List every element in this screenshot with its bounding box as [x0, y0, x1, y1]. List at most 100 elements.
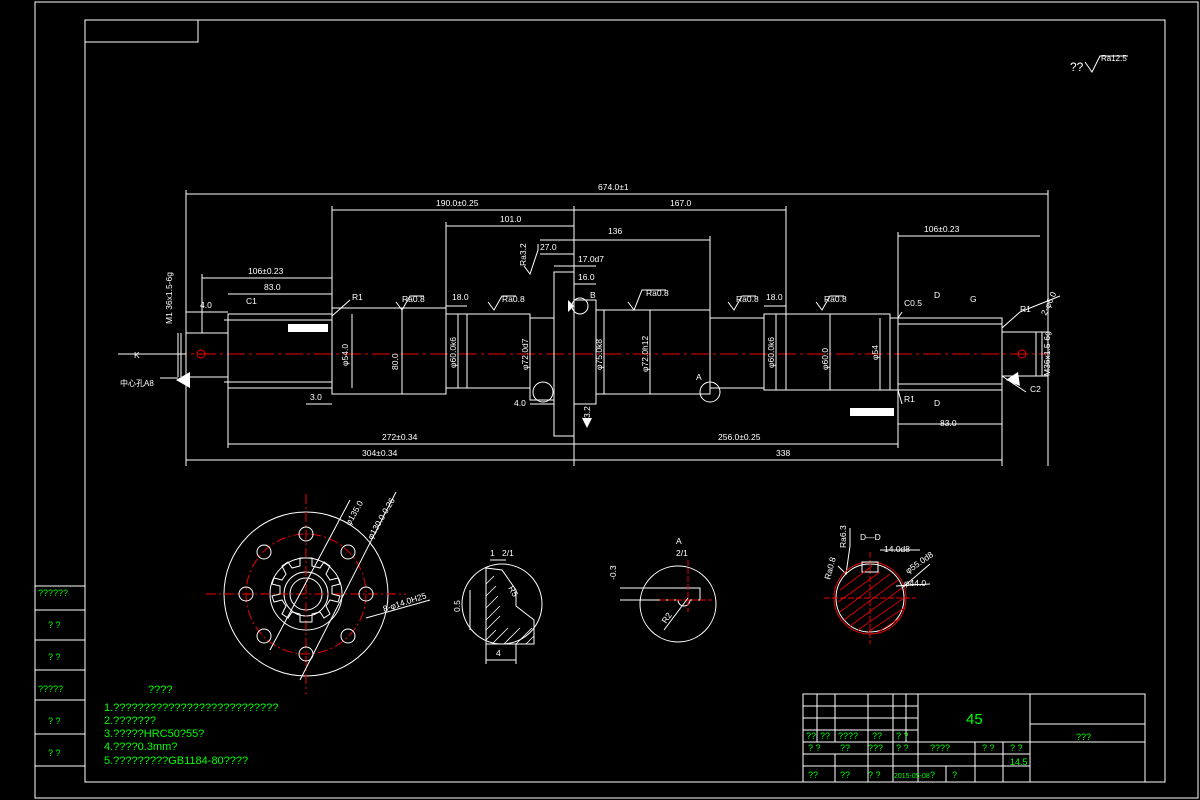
dia-80: 80.0 [390, 353, 400, 370]
left-cell-6: ? ? [48, 748, 61, 758]
section-a-scale: 2/1 [676, 548, 688, 558]
ra-label-4: Ra0.8 [736, 294, 759, 304]
detail-dim-4: 4 [496, 648, 501, 658]
heat-treat-label-right [850, 408, 894, 416]
dia-72: φ72.0d7 [520, 338, 530, 370]
title-r3-c1: ???? [930, 743, 950, 753]
section-dd-title: D—D [860, 532, 881, 542]
label-g: G [970, 294, 977, 304]
dim-106-right: 106±0.23 [924, 224, 960, 234]
section-a-title: A [676, 536, 682, 546]
label-a: A [696, 372, 702, 382]
left-margin-table: ?????? ? ? ? ? ????? ? ? ? ? [35, 585, 85, 767]
detail-scale-num: 1 [490, 548, 495, 558]
note-5: 5.?????????GB1184-80???? [104, 755, 248, 767]
technical-notes: ???? 1.??????????????????????????? 2.???… [104, 684, 278, 767]
note-3: 3.?????HRC50?55? [104, 728, 204, 740]
ra-label-2: Ra0.8 [502, 294, 525, 304]
title-r2-c4: ? ? [896, 743, 909, 753]
radius-r1-left: R1 [352, 292, 363, 302]
title-r1-c5: ? ? [896, 731, 909, 741]
flange-dia-130: φ130.0-0.26 [365, 496, 397, 541]
left-cell-1: ?????? [38, 588, 68, 598]
dim-16: 16.0 [578, 272, 595, 282]
general-roughness: ?? Ra12.5 [1070, 54, 1128, 74]
title-r3-c3: ? ? [1010, 743, 1023, 753]
dim-4-left: 4.0 [200, 300, 212, 310]
left-cell-3: ? ? [48, 652, 61, 662]
title-r2-c3: ??? [868, 743, 883, 753]
dim-83-right: 83.0 [940, 418, 957, 428]
title-r1-c3: ???? [838, 731, 858, 741]
thread-right: M36x1.5-6g [1042, 331, 1052, 376]
dimension-lines [118, 190, 1061, 466]
view-label-k: K [134, 350, 140, 360]
title-r1-c1: ?? [806, 731, 816, 741]
dia-72-b: φ72.0h12 [640, 335, 650, 372]
ra-label-3: Ra0.8 [646, 288, 669, 298]
ra-label-1: Ra0.8 [402, 294, 425, 304]
dim-18-a: 18.0 [452, 292, 469, 302]
title-r4-c3: ? ? [868, 770, 881, 780]
section-dd-ra63: Ra6.3 [838, 525, 848, 548]
radius-r1-far: R1 [1020, 304, 1031, 314]
dim-304: 304±0.34 [362, 448, 398, 458]
section-a-radius: R2 [659, 610, 674, 625]
section-label-d-top: D [934, 290, 940, 300]
title-r1-c2: ?? [820, 731, 830, 741]
title-block: 45 ??? ?? ?? ???? ?? ? ? ? ? ?? ??? ? ? … [802, 693, 1146, 783]
dia-60-c: φ60.0 [820, 348, 830, 370]
roughness-symbols [395, 244, 851, 576]
section-dd-key-width: 14.0d8 [884, 544, 910, 554]
section-label-d-bottom: D [934, 398, 940, 408]
title-weight: 14.5 [1010, 757, 1028, 767]
title-r1-c4: ?? [872, 731, 882, 741]
thread-left: M1 36x1.5-6g [164, 272, 174, 324]
note-4: 4.????0.3mm? [104, 741, 177, 753]
section-dd-dia-44: φ44.0 [904, 578, 926, 588]
ra-label-5: Ra0.8 [824, 294, 847, 304]
left-cell-4: ????? [38, 684, 63, 694]
title-material: 45 [966, 711, 983, 728]
chamfer-c05: C0.5 [904, 298, 922, 308]
dim-101: 101.0 [500, 214, 522, 224]
label-b: B [590, 290, 596, 300]
spline-profile [271, 557, 341, 623]
outer-border [34, 1, 1199, 799]
chamfer-c2: C2 [1030, 384, 1041, 394]
note-2: 2.??????? [104, 715, 156, 727]
flange-view: φ135.0 φ130.0-0.26 8-φ14.0H25 [206, 491, 431, 694]
dim-272: 272±0.34 [382, 432, 418, 442]
title-r4-c4: ? [930, 770, 935, 780]
dia-60-b: φ60.0k6 [766, 337, 776, 368]
dim-83-left: 83.0 [264, 282, 281, 292]
title-r3-c2: ? ? [982, 743, 995, 753]
detail-radius: R5 [506, 584, 520, 599]
detail-view-1: 4 0.5 1 2/1 R5 [452, 548, 543, 664]
dim-190: 190.0±0.25 [436, 198, 479, 208]
dim-4-mid: 4.0 [514, 398, 526, 408]
roughness-general-value: Ra12.5 [1101, 54, 1127, 63]
dim-338: 338 [776, 448, 790, 458]
detail-dim-05: 0.5 [452, 600, 462, 612]
dim-27: 27.0 [540, 242, 557, 252]
title-r2-c2: ?? [840, 743, 850, 753]
section-dd-view: D—D 14.0d8 φ55.0d8 φ44.0 Ra0.8 Ra6.3 [822, 525, 935, 644]
dia-54: φ54.0 [340, 344, 350, 366]
section-a-dim: -0.3 [608, 565, 618, 580]
dim-106-left: 106±0.23 [248, 266, 284, 276]
dim-18-b: 18.0 [766, 292, 783, 302]
dim-136: 136 [608, 226, 622, 236]
dim-256: 256.0±0.25 [718, 432, 761, 442]
radius-r1-right: R1 [904, 394, 915, 404]
dim-167: 167.0 [670, 198, 692, 208]
ra-label-32: Ra3.2 [518, 243, 528, 266]
shaft-main-view: 674.0±1 190.0±0.25 167.0 101.0 136 27.0 … [118, 182, 1061, 576]
dim-17: 17.0d7 [578, 254, 604, 264]
heat-treat-label-left [288, 324, 328, 332]
chamfer-c1: C1 [246, 296, 257, 306]
note-1: 1.??????????????????????????? [104, 702, 278, 714]
section-dd-ra: Ra0.8 [822, 556, 838, 581]
flange-dia-135: φ135.0 [343, 499, 365, 527]
